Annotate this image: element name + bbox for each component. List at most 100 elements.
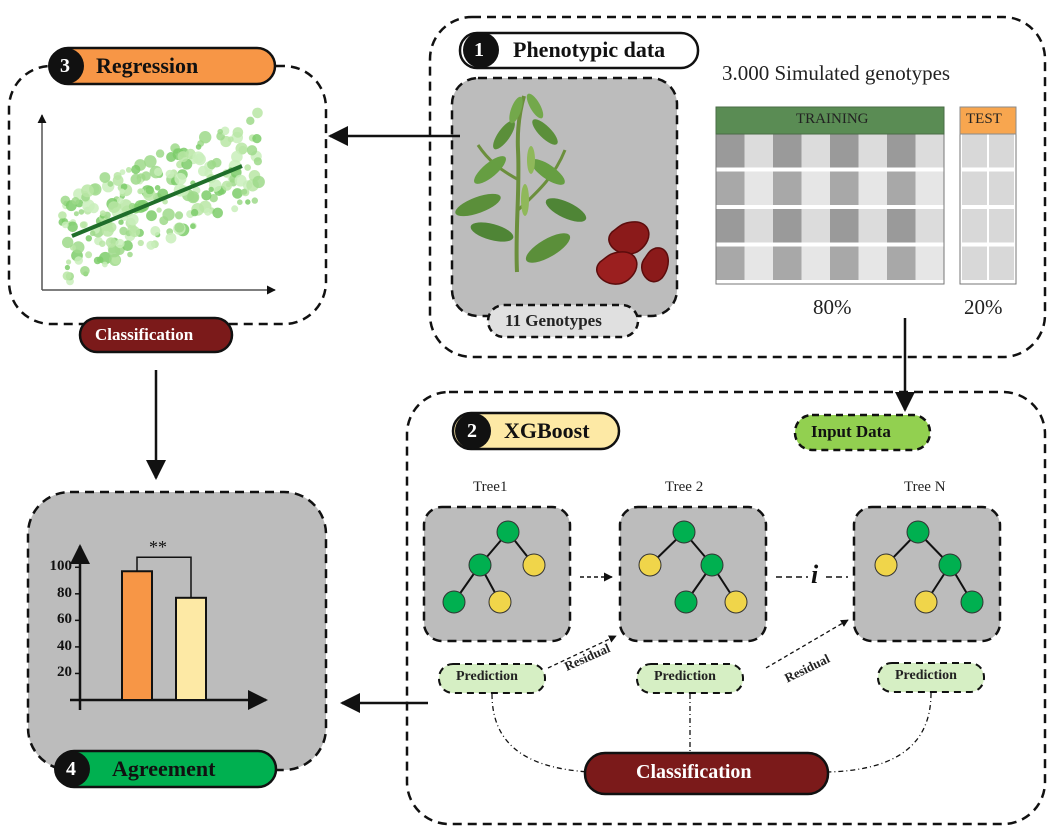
scatter-dot xyxy=(155,149,165,158)
scatter-dot xyxy=(144,155,157,168)
residual-arrow-2 xyxy=(765,619,849,669)
scatter-dot xyxy=(251,197,258,204)
scatter-dot xyxy=(208,186,214,193)
scatter-dot xyxy=(241,188,248,195)
scatter-dot xyxy=(107,181,114,187)
scatter-dot xyxy=(174,172,187,185)
scatter-dot xyxy=(165,169,175,179)
step-3-badge xyxy=(48,48,84,84)
scatter-dot xyxy=(130,173,142,185)
phenotypic-panel xyxy=(428,15,1047,359)
test-cell xyxy=(962,134,987,168)
scatter-dot xyxy=(93,256,102,265)
residual-arrow-1 xyxy=(547,635,617,669)
scatter-dot xyxy=(122,240,133,251)
training-cell xyxy=(801,246,830,280)
test-cell xyxy=(989,171,1014,205)
scatter-dot xyxy=(113,172,122,180)
scatter-dot xyxy=(99,210,106,217)
scatter-dot xyxy=(150,226,161,236)
training-cell xyxy=(915,209,944,243)
scatter-dot xyxy=(61,236,74,249)
training-cell xyxy=(915,134,944,168)
scatter-dot xyxy=(127,251,133,258)
training-cell xyxy=(773,134,802,168)
scatter-dot xyxy=(246,145,258,156)
scatter-dot xyxy=(232,127,244,138)
prediction-1-to-classification xyxy=(491,693,591,773)
scatter-dot xyxy=(195,144,202,150)
scatter-dot xyxy=(71,197,80,205)
training-cell xyxy=(773,209,802,243)
agreement-bar-1 xyxy=(121,570,153,701)
test-cell xyxy=(989,209,1014,243)
scatter-dot xyxy=(227,136,234,143)
scatter-dot xyxy=(78,209,85,215)
bean-icon xyxy=(596,221,669,285)
tree-node xyxy=(672,520,696,544)
y-tick-label: 80 xyxy=(57,584,72,601)
tree-node xyxy=(874,553,898,577)
test-label: TEST xyxy=(966,111,1002,127)
tree-node xyxy=(468,553,492,577)
scatter-dot xyxy=(252,175,265,189)
scatter-dot xyxy=(99,172,111,183)
agreement-bar-chart xyxy=(70,544,268,710)
training-cell xyxy=(744,134,773,168)
scatter-dot xyxy=(211,157,222,168)
test-cell xyxy=(962,171,987,205)
scatter-dot xyxy=(62,271,72,281)
training-cell xyxy=(716,134,745,168)
scatter-dot xyxy=(102,261,108,268)
scatter-dot xyxy=(61,221,69,229)
tree-node xyxy=(724,590,748,614)
regression-title: Regression xyxy=(96,53,199,78)
scatter-dot xyxy=(231,205,239,213)
training-label: TRAINING xyxy=(796,111,869,127)
training-cell xyxy=(858,134,887,168)
scatter-dot xyxy=(154,185,161,191)
y-tick-label: 40 xyxy=(57,637,72,654)
training-percentage: 80% xyxy=(813,295,852,319)
prediction-pill-2 xyxy=(636,663,744,694)
step-3-number: 3 xyxy=(60,55,70,77)
scatter-dot xyxy=(119,188,125,195)
y-tick-label: 60 xyxy=(57,611,72,628)
scatter-dot xyxy=(66,259,72,265)
scatter-dot xyxy=(187,191,200,204)
scatter-dot xyxy=(174,222,185,233)
scatter-dot xyxy=(234,174,247,187)
scatter-dot xyxy=(146,240,156,250)
scatter-dot xyxy=(115,238,125,249)
scatter-dot xyxy=(67,221,78,233)
test-cell xyxy=(962,209,987,243)
scatter-dot xyxy=(120,183,128,190)
scatter-dot xyxy=(252,107,263,119)
genotypes-pill xyxy=(486,303,640,339)
training-cell xyxy=(830,246,859,280)
scatter-dot xyxy=(159,216,169,226)
training-cell xyxy=(915,171,944,205)
training-cell xyxy=(887,171,916,205)
scatter-dot xyxy=(212,207,223,219)
tree-node xyxy=(960,590,984,614)
scatter-dot xyxy=(190,208,199,217)
scatter-dot xyxy=(80,266,90,276)
training-cell xyxy=(744,171,773,205)
scatter-dot xyxy=(127,213,139,226)
xgboost-title-tab xyxy=(451,411,621,451)
training-cell xyxy=(830,209,859,243)
scatter-dot xyxy=(64,264,70,271)
scatter-dot xyxy=(105,237,117,248)
scatter-dot xyxy=(203,207,212,216)
phenotypic-title-tab xyxy=(458,31,700,70)
training-cell xyxy=(858,246,887,280)
training-cell xyxy=(773,171,802,205)
tree-node xyxy=(906,520,930,544)
scatter-dot xyxy=(146,210,157,222)
tree-node xyxy=(488,590,512,614)
scatter-dot xyxy=(174,211,184,220)
training-cell xyxy=(830,134,859,168)
scatter-dot xyxy=(217,128,223,135)
